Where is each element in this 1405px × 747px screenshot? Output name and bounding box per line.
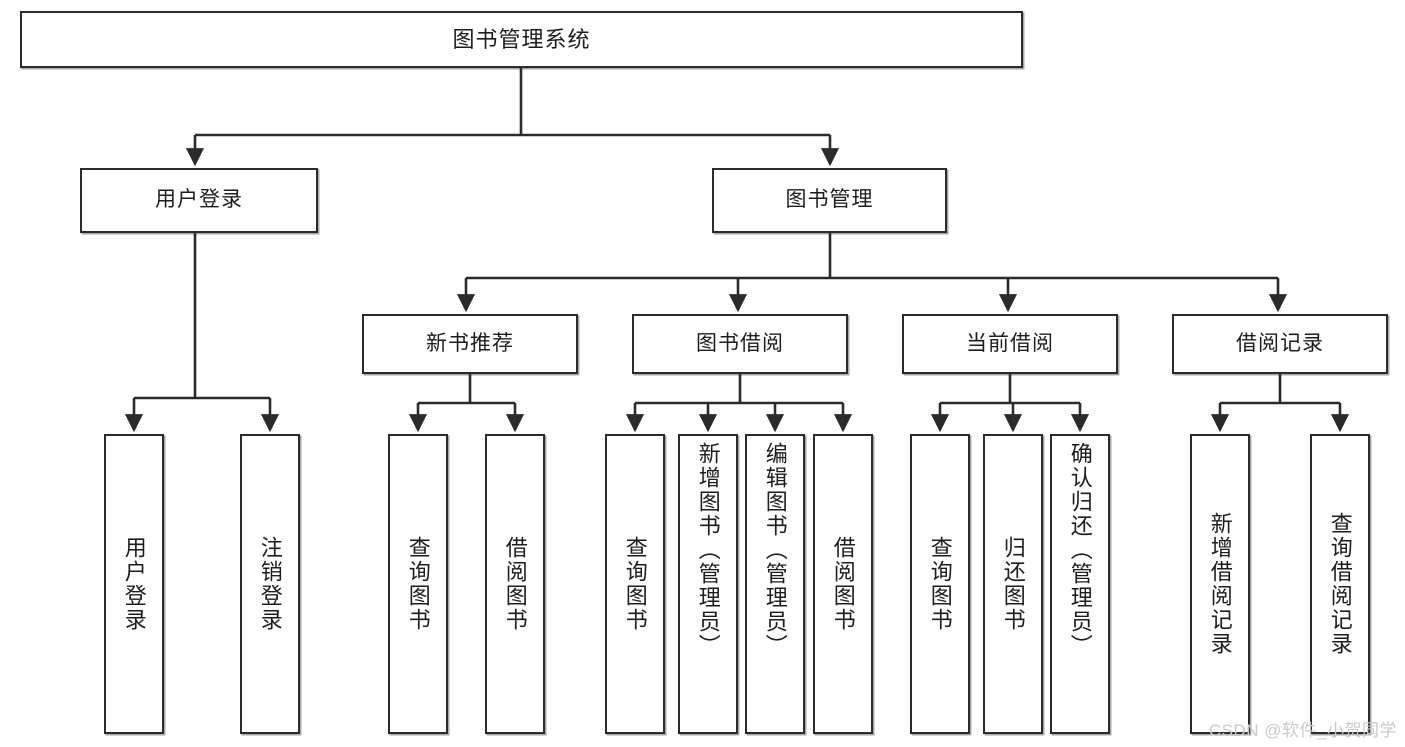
leaf-add-borrow-record-label: 新增借阅记录 bbox=[1207, 512, 1233, 656]
leaf-query-book-current[interactable]: 查询图书 bbox=[910, 434, 970, 734]
node-user-login[interactable]: 用户登录 bbox=[80, 168, 318, 233]
leaf-edit-book-admin[interactable]: 编辑图书（管理员） bbox=[745, 434, 805, 734]
node-root[interactable]: 图书管理系统 bbox=[20, 11, 1023, 68]
leaf-logout-action-label: 注销登录 bbox=[257, 536, 283, 632]
node-user-login-label: 用户登录 bbox=[155, 188, 243, 212]
leaf-logout-action[interactable]: 注销登录 bbox=[240, 434, 300, 734]
node-book-borrow-label: 图书借阅 bbox=[696, 331, 784, 355]
node-new-book-recommend[interactable]: 新书推荐 bbox=[362, 314, 578, 374]
leaf-borrow-book-recommend-label: 借阅图书 bbox=[502, 536, 528, 632]
leaf-add-book-admin[interactable]: 新增图书（管理员） bbox=[678, 434, 738, 734]
leaf-add-book-admin-label: 新增图书（管理员） bbox=[695, 442, 721, 658]
leaf-edit-book-admin-label: 编辑图书（管理员） bbox=[762, 442, 788, 658]
node-book-management-label: 图书管理 bbox=[785, 188, 874, 212]
leaf-query-borrow-record-label: 查询借阅记录 bbox=[1327, 512, 1353, 656]
leaf-query-book-current-label: 查询图书 bbox=[927, 536, 953, 632]
leaf-confirm-return-admin-label: 确认归还（管理员） bbox=[1067, 442, 1093, 658]
node-current-borrow[interactable]: 当前借阅 bbox=[902, 314, 1118, 374]
leaf-query-book-borrow[interactable]: 查询图书 bbox=[605, 434, 665, 734]
node-borrow-record[interactable]: 借阅记录 bbox=[1172, 314, 1388, 374]
leaf-borrow-book-action-label: 借阅图书 bbox=[830, 536, 856, 632]
node-current-borrow-label: 当前借阅 bbox=[966, 331, 1054, 355]
leaf-add-borrow-record[interactable]: 新增借阅记录 bbox=[1190, 434, 1250, 734]
leaf-confirm-return-admin[interactable]: 确认归还（管理员） bbox=[1050, 434, 1110, 734]
node-root-label: 图书管理系统 bbox=[452, 26, 591, 52]
leaf-query-borrow-record[interactable]: 查询借阅记录 bbox=[1310, 434, 1370, 734]
node-new-book-recommend-label: 新书推荐 bbox=[426, 331, 514, 355]
leaf-return-book-label: 归还图书 bbox=[1000, 536, 1026, 632]
leaf-user-login-action[interactable]: 用户登录 bbox=[104, 434, 164, 734]
leaf-borrow-book-recommend[interactable]: 借阅图书 bbox=[485, 434, 545, 734]
leaf-query-book-recommend[interactable]: 查询图书 bbox=[388, 434, 448, 734]
leaf-query-book-recommend-label: 查询图书 bbox=[405, 536, 431, 632]
leaf-return-book[interactable]: 归还图书 bbox=[983, 434, 1043, 734]
node-book-borrow[interactable]: 图书借阅 bbox=[632, 314, 848, 374]
node-book-management[interactable]: 图书管理 bbox=[712, 168, 947, 233]
leaf-borrow-book-action[interactable]: 借阅图书 bbox=[813, 434, 873, 734]
node-borrow-record-label: 借阅记录 bbox=[1236, 331, 1324, 355]
leaf-query-book-borrow-label: 查询图书 bbox=[622, 536, 648, 632]
leaf-user-login-action-label: 用户登录 bbox=[121, 536, 147, 632]
